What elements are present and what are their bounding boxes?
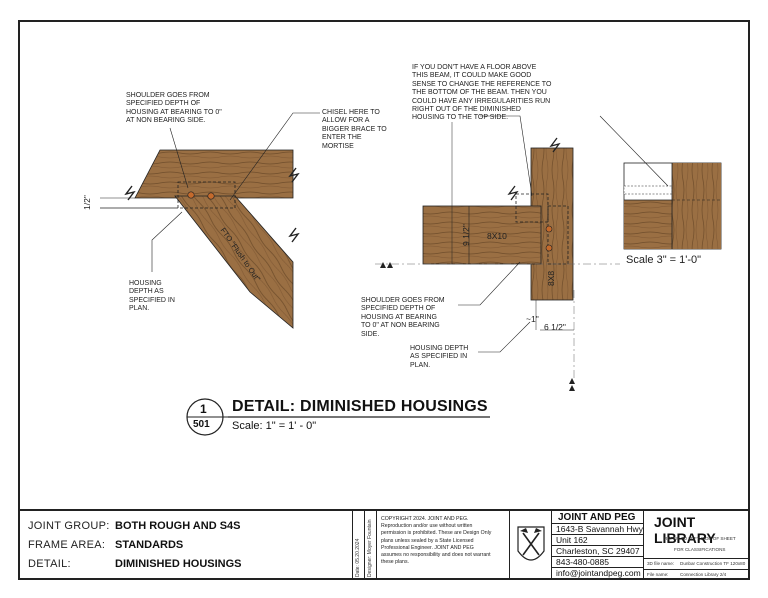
designer-cell: Designer: Moyer Fountain: [365, 511, 377, 580]
note-shoulder-right: SHOULDER GOES FROM SPECIFIED DEPTH OF HO…: [361, 297, 445, 338]
post-size-label: 8X8: [546, 270, 556, 286]
detail-bubble: [186, 398, 490, 436]
beam-size-label: 8X10: [487, 231, 507, 241]
note-chisel: CHISEL HERE TO ALLOW FOR A BIGGER BRACE …: [322, 109, 387, 150]
email: info@jointandpeg.com: [556, 568, 641, 578]
address-line-3: Charleston, SC 29407: [556, 546, 640, 556]
library-cell: JOINT LIBRARY REFER TO LEFT SIDE OF SHEE…: [644, 511, 748, 580]
dim-half-inch: 1/2": [82, 195, 92, 210]
dim-six-half: 6 1/2": [544, 322, 566, 332]
company-row: JOINT AND PEG: [552, 511, 644, 524]
axe-logo-icon: [517, 526, 545, 561]
file-3d-value: Dunbar Construction TF 120x80: [680, 561, 746, 566]
company-cell: JOINT AND PEG 1643-B Savannah Hwy Unit 1…: [552, 511, 644, 580]
file-label: File name:: [647, 572, 669, 577]
note-housing-right: HOUSING DEPTH AS SPECIFIED IN PLAN.: [410, 345, 469, 369]
phone: 843-480-0885: [556, 557, 609, 567]
dim-one-inch: ~1": [526, 314, 539, 324]
detail-title: DETAIL: DIMINISHED HOUSINGS: [232, 398, 488, 415]
classification-cell: JOINT GROUP: BOTH ROUGH AND S4S FRAME AR…: [18, 511, 353, 580]
detail-scale: Scale: 1" = 1' - 0": [232, 420, 317, 432]
copyright-text: COPYRIGHT 2024. JOINT AND PEG. Reproduct…: [381, 516, 492, 566]
email-row: info@jointandpeg.com: [552, 568, 644, 580]
date-value: 05.20.2024: [355, 538, 361, 564]
note-floor-above: IF YOU DON'T HAVE A FLOOR ABOVE THIS BEA…: [412, 64, 552, 122]
detail-sheet-number: 501: [193, 419, 210, 430]
title-block: JOINT GROUP: BOTH ROUGH AND S4S FRAME AR…: [18, 509, 750, 580]
date-text: Date: 05.20.2024: [355, 539, 361, 577]
file-divider-2: [644, 569, 748, 570]
address2-row: Unit 162: [552, 535, 644, 546]
company-name: JOINT AND PEG: [558, 512, 636, 523]
designer-label: Designer:: [367, 555, 373, 577]
copyright-cell: COPYRIGHT 2024. JOINT AND PEG. Reproduct…: [377, 511, 510, 580]
center-joint-detail: [375, 115, 620, 391]
address-line-1: 1643-B Savannah Hwy: [556, 524, 643, 534]
note-housing-left: HOUSING DEPTH AS SPECIFIED IN PLAN.: [129, 280, 175, 313]
logo-cell: [510, 511, 552, 580]
dim-nine-half: 9 1/2": [461, 224, 471, 246]
joint-group-value: BOTH ROUGH AND S4S: [115, 520, 241, 532]
enlarged-scale-label: Scale 3" = 1'-0": [626, 254, 702, 266]
designer-text: Designer: Moyer Fountain: [367, 519, 373, 577]
note-shoulder-left: SHOULDER GOES FROM SPECIFIED DEPTH OF HO…: [126, 92, 222, 125]
enlarged-detail: [599, 115, 722, 250]
date-label: Date:: [355, 565, 361, 577]
address1-row: 1643-B Savannah Hwy: [552, 524, 644, 535]
address-line-2: Unit 162: [556, 535, 588, 545]
detail-value: DIMINISHED HOUSINGS: [115, 558, 242, 570]
date-cell: Date: 05.20.2024: [353, 511, 365, 580]
detail-label: DETAIL:: [28, 558, 71, 570]
drawing-sheet: [18, 20, 750, 580]
frame-area-value: STANDARDS: [115, 539, 184, 551]
file-3d-label: 3D file name:: [647, 561, 675, 566]
address3-row: Charleston, SC 29407: [552, 546, 644, 557]
library-title: JOINT LIBRARY: [654, 514, 716, 546]
designer-value: Moyer Fountain: [367, 519, 373, 555]
detail-number: 1: [200, 402, 207, 416]
phone-row: 843-480-0885: [552, 557, 644, 568]
refer-line-2: FOR CLASSIFICATIONS: [674, 547, 726, 552]
joint-group-label: JOINT GROUP:: [28, 520, 110, 532]
file-divider: [644, 558, 748, 559]
frame-area-label: FRAME AREA:: [28, 539, 106, 551]
file-value: Connection Library 2/4: [680, 572, 727, 577]
left-beam-detail: [100, 112, 320, 329]
refer-line-1: REFER TO LEFT SIDE OF SHEET: [664, 536, 736, 541]
